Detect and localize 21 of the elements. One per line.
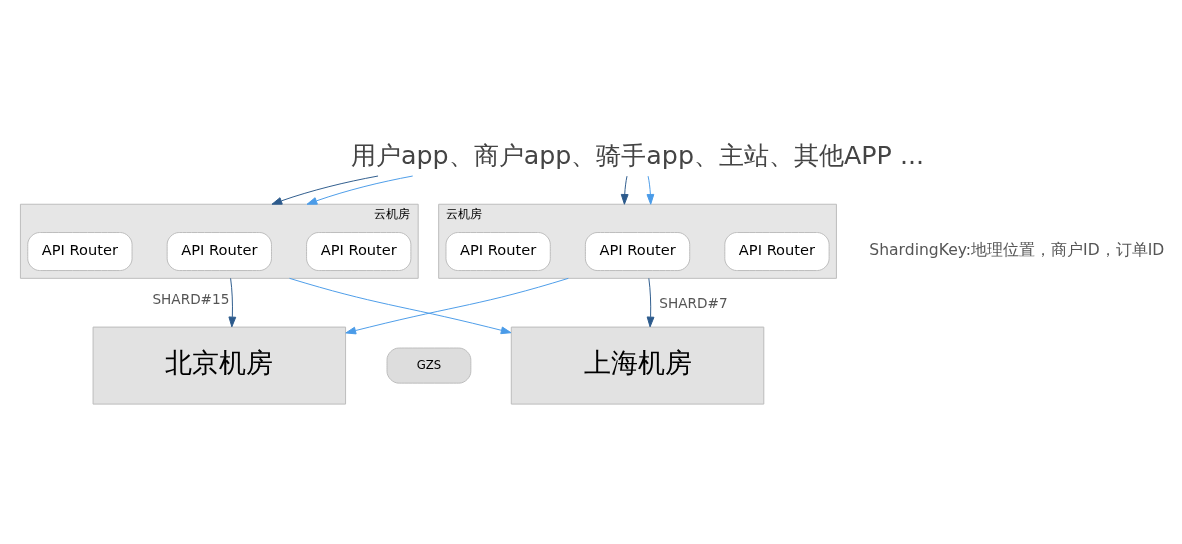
arrow	[646, 277, 655, 328]
node-box: API Router	[445, 232, 551, 272]
edge-label: SHARD#7	[659, 295, 728, 312]
label: ShardingKey:地理位置，商户ID，订单ID	[869, 241, 1165, 260]
arrow	[646, 175, 655, 205]
arrow	[271, 175, 379, 205]
arrow	[345, 277, 569, 335]
edge-label: SHARD#15	[152, 290, 230, 307]
node-box: API Router	[166, 232, 272, 272]
arrow	[306, 175, 414, 205]
node-box: API Router	[27, 232, 133, 272]
node-box: API Router	[724, 232, 830, 272]
node-text: 用户app、商户app、骑手app、主站、其他APP ...	[351, 140, 925, 171]
arrow	[289, 277, 512, 335]
arrow	[620, 175, 629, 205]
node-box: 北京机房	[92, 326, 347, 405]
node-box: API Router	[584, 232, 691, 272]
node-box: API Router	[306, 232, 412, 272]
arrow	[228, 277, 237, 328]
node-box: GZS	[386, 347, 472, 384]
node-box: 上海机房	[510, 326, 765, 405]
